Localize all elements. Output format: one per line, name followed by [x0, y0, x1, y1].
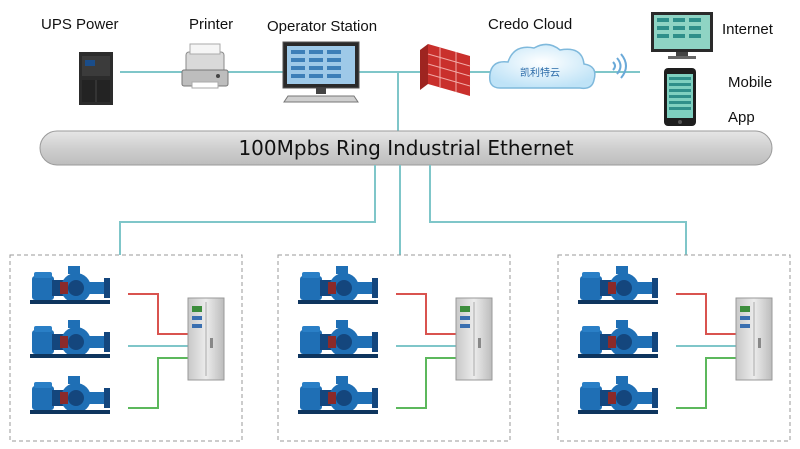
pump-icon — [30, 376, 110, 414]
internet-label: Internet — [722, 21, 773, 38]
mobile-phone-icon — [664, 68, 696, 126]
pump-icon — [298, 320, 378, 358]
control-cabinet-icon — [735, 297, 773, 381]
wireless-icon — [612, 53, 627, 79]
pump-icon — [30, 266, 110, 304]
drop-lines — [119, 165, 687, 255]
control-wire — [676, 357, 736, 409]
ring-ethernet-label: 100Mpbs Ring Industrial Ethernet — [238, 136, 574, 160]
pump-icon — [578, 266, 658, 304]
printer-icon — [181, 43, 229, 89]
control-wire — [676, 293, 736, 335]
mobile-label: Mobile — [728, 74, 773, 91]
pump-group-border — [277, 254, 511, 442]
control-wire — [128, 357, 188, 409]
printer-label: Printer — [189, 16, 234, 33]
cloud-inner-label: 凯利特云 — [520, 66, 560, 79]
pump-icon — [578, 320, 658, 358]
pump-icon — [298, 376, 378, 414]
firewall-icon — [420, 44, 471, 96]
control-wire — [396, 293, 456, 335]
pump-group-2 — [277, 254, 511, 442]
pump-group-border — [9, 254, 243, 442]
control-cabinet-icon — [187, 297, 225, 381]
control-cabinet-icon — [455, 297, 493, 381]
pump-group-1 — [9, 254, 243, 442]
pump-icon — [30, 320, 110, 358]
pump-group-border — [557, 254, 791, 442]
control-wire — [396, 357, 456, 409]
cloud-icon: 凯利特云 — [488, 43, 596, 90]
pump-group-3 — [557, 254, 791, 442]
pump-icon — [578, 376, 658, 414]
operator-station-label: Operator Station — [267, 18, 378, 35]
pump-icon — [298, 266, 378, 304]
app-label: App — [728, 109, 755, 126]
ring-ethernet-bar — [39, 130, 773, 166]
ups-icon — [79, 52, 113, 105]
internet-monitor-icon — [651, 12, 713, 59]
ups-label: UPS Power — [41, 16, 119, 33]
control-wire — [128, 293, 188, 335]
operator-station-icon — [282, 41, 360, 103]
cloud-label: Credo Cloud — [488, 16, 573, 33]
